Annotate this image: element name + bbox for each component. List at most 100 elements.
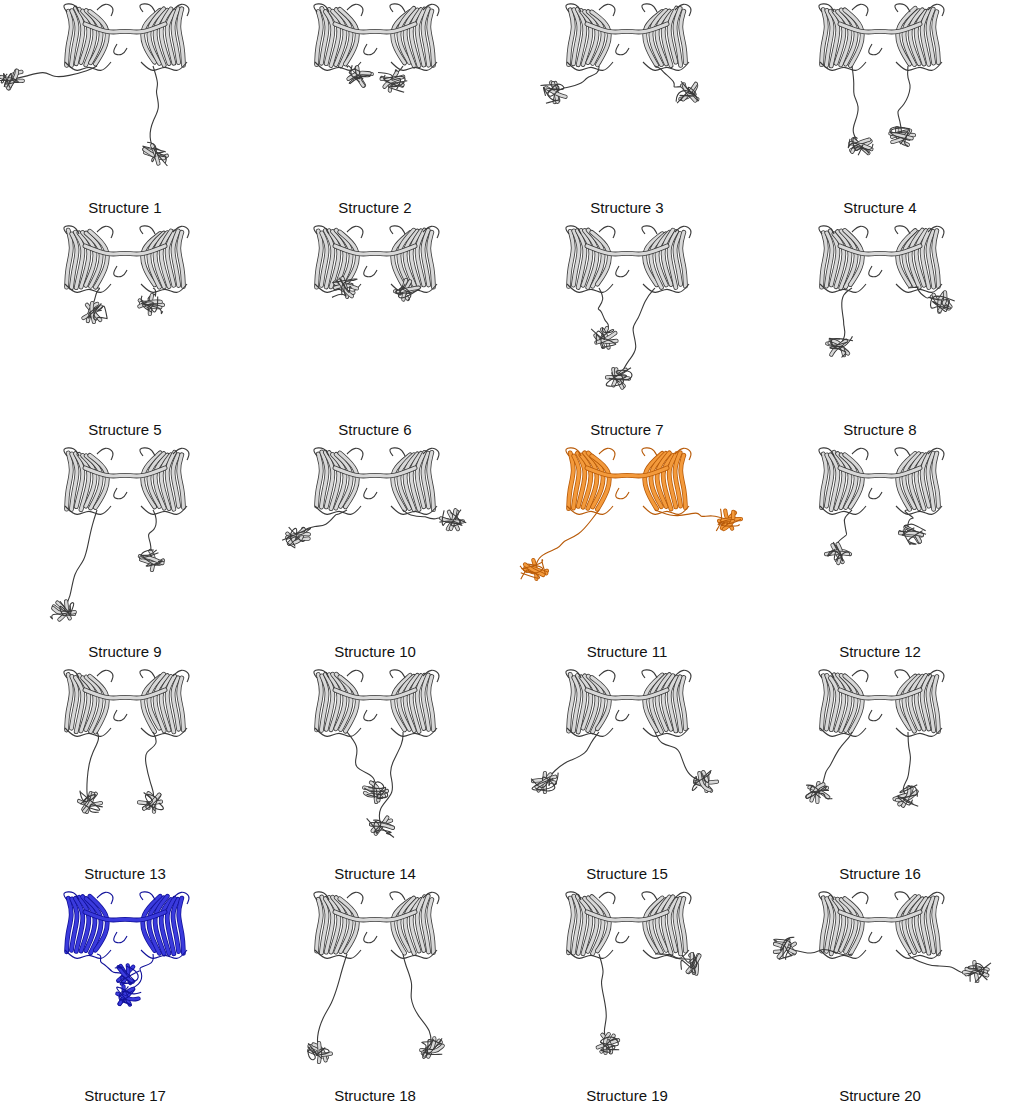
coil-loop xyxy=(616,266,629,277)
protein-structure xyxy=(64,226,189,322)
coil-loop xyxy=(896,728,942,736)
ribbon-edge xyxy=(429,232,434,287)
coil-loop xyxy=(616,488,629,499)
ribbon-strand xyxy=(587,468,667,476)
coil-loop xyxy=(314,670,329,678)
coil-loop xyxy=(820,728,866,736)
coil-loop xyxy=(566,226,581,234)
coil-loop xyxy=(869,710,882,721)
ribbon-edge xyxy=(335,468,415,476)
ribbon-strand xyxy=(934,677,939,732)
ribbon-edge xyxy=(429,677,434,730)
coil-loop xyxy=(599,327,614,339)
ribbon-strand xyxy=(85,24,165,32)
protein-structure xyxy=(566,226,691,388)
coil-loop xyxy=(521,560,545,575)
structure-label: Structure 20 xyxy=(837,1087,923,1105)
ribbon-strand xyxy=(845,230,862,284)
ribbon-strand xyxy=(592,12,609,65)
coil-loop xyxy=(50,605,70,618)
coil-loop xyxy=(820,506,866,514)
ribbon-strand xyxy=(90,11,107,64)
coil-loop xyxy=(423,892,439,904)
ribbon-strand xyxy=(587,690,667,698)
coil-loop xyxy=(869,266,882,277)
ribbon-strand xyxy=(681,455,686,507)
coil-loop xyxy=(566,670,581,678)
coil-loop xyxy=(286,536,305,548)
ribbon-strand xyxy=(71,676,77,728)
structure-label: Structure 6 xyxy=(336,421,413,439)
coil-loop xyxy=(65,728,111,736)
coil-loop xyxy=(87,732,99,802)
coil-loop xyxy=(141,950,187,958)
coil-loop xyxy=(655,510,729,520)
ribbon-strand xyxy=(845,10,862,66)
coil-loop xyxy=(390,4,405,12)
structure-label: Structure 5 xyxy=(86,421,163,439)
coil-loop xyxy=(451,510,466,526)
ribbon-strand xyxy=(934,231,939,287)
coil-loop xyxy=(390,448,405,456)
coil-loop xyxy=(120,986,132,1005)
coil-loop xyxy=(895,226,910,234)
protein-structure xyxy=(64,670,189,813)
coil-loop xyxy=(896,950,942,958)
coil-loop xyxy=(540,85,560,97)
coil-loop xyxy=(642,226,657,234)
coil-loop xyxy=(675,226,691,238)
ribbon-edge xyxy=(90,231,107,287)
coil-loop xyxy=(364,266,377,277)
ribbon-edge xyxy=(90,896,107,950)
structure-label: Structure 17 xyxy=(82,1087,168,1105)
coil-loop xyxy=(819,226,834,234)
coil-loop xyxy=(720,509,741,524)
ribbon-strand xyxy=(85,246,165,254)
coil-loop xyxy=(599,670,615,682)
coil-loop xyxy=(65,506,111,514)
coil-loop xyxy=(968,966,982,976)
coil-loop xyxy=(616,932,629,943)
coil-loop xyxy=(616,44,629,55)
coil-loop xyxy=(567,728,613,736)
coil-loop xyxy=(315,728,361,736)
ribbon-strand xyxy=(592,677,609,728)
coil-loop xyxy=(347,226,363,238)
ribbon-strand xyxy=(840,690,920,698)
coil-loop xyxy=(290,528,296,546)
protein-structure xyxy=(531,670,717,792)
coil-loop xyxy=(896,62,942,70)
protein-structure xyxy=(540,4,698,103)
ribbon-strand xyxy=(90,455,107,507)
ribbon-edge xyxy=(90,11,107,64)
coil-loop xyxy=(643,506,689,514)
ribbon-edge xyxy=(934,453,939,506)
coil-loop xyxy=(895,448,910,456)
coil-loop xyxy=(898,796,914,805)
ribbon-edge xyxy=(340,677,357,731)
ribbon-strand xyxy=(340,677,357,731)
coil-loop xyxy=(567,506,613,514)
ribbon-strand xyxy=(429,11,434,65)
coil-loop xyxy=(403,954,431,1048)
coil-loop xyxy=(545,732,599,782)
ribbon-edge xyxy=(85,468,165,476)
coil-loop xyxy=(65,62,111,70)
coil-loop xyxy=(64,892,79,900)
coil-loop xyxy=(677,91,698,103)
coil-loop xyxy=(895,670,910,678)
ribbon-strand xyxy=(845,676,862,732)
ribbon-strand xyxy=(840,912,920,920)
ribbon-edge xyxy=(587,690,667,698)
protein-structure xyxy=(282,448,466,548)
coil-loop xyxy=(145,732,156,802)
ribbon-edge xyxy=(587,912,667,920)
coil-loop xyxy=(642,670,657,678)
ribbon-edge xyxy=(592,897,609,951)
coil-loop xyxy=(147,142,156,161)
coil-loop xyxy=(173,226,189,238)
ribbon-strand xyxy=(845,899,862,954)
coil-loop xyxy=(317,954,347,1052)
coil-loop xyxy=(1,73,10,87)
coil-loop xyxy=(364,488,377,499)
